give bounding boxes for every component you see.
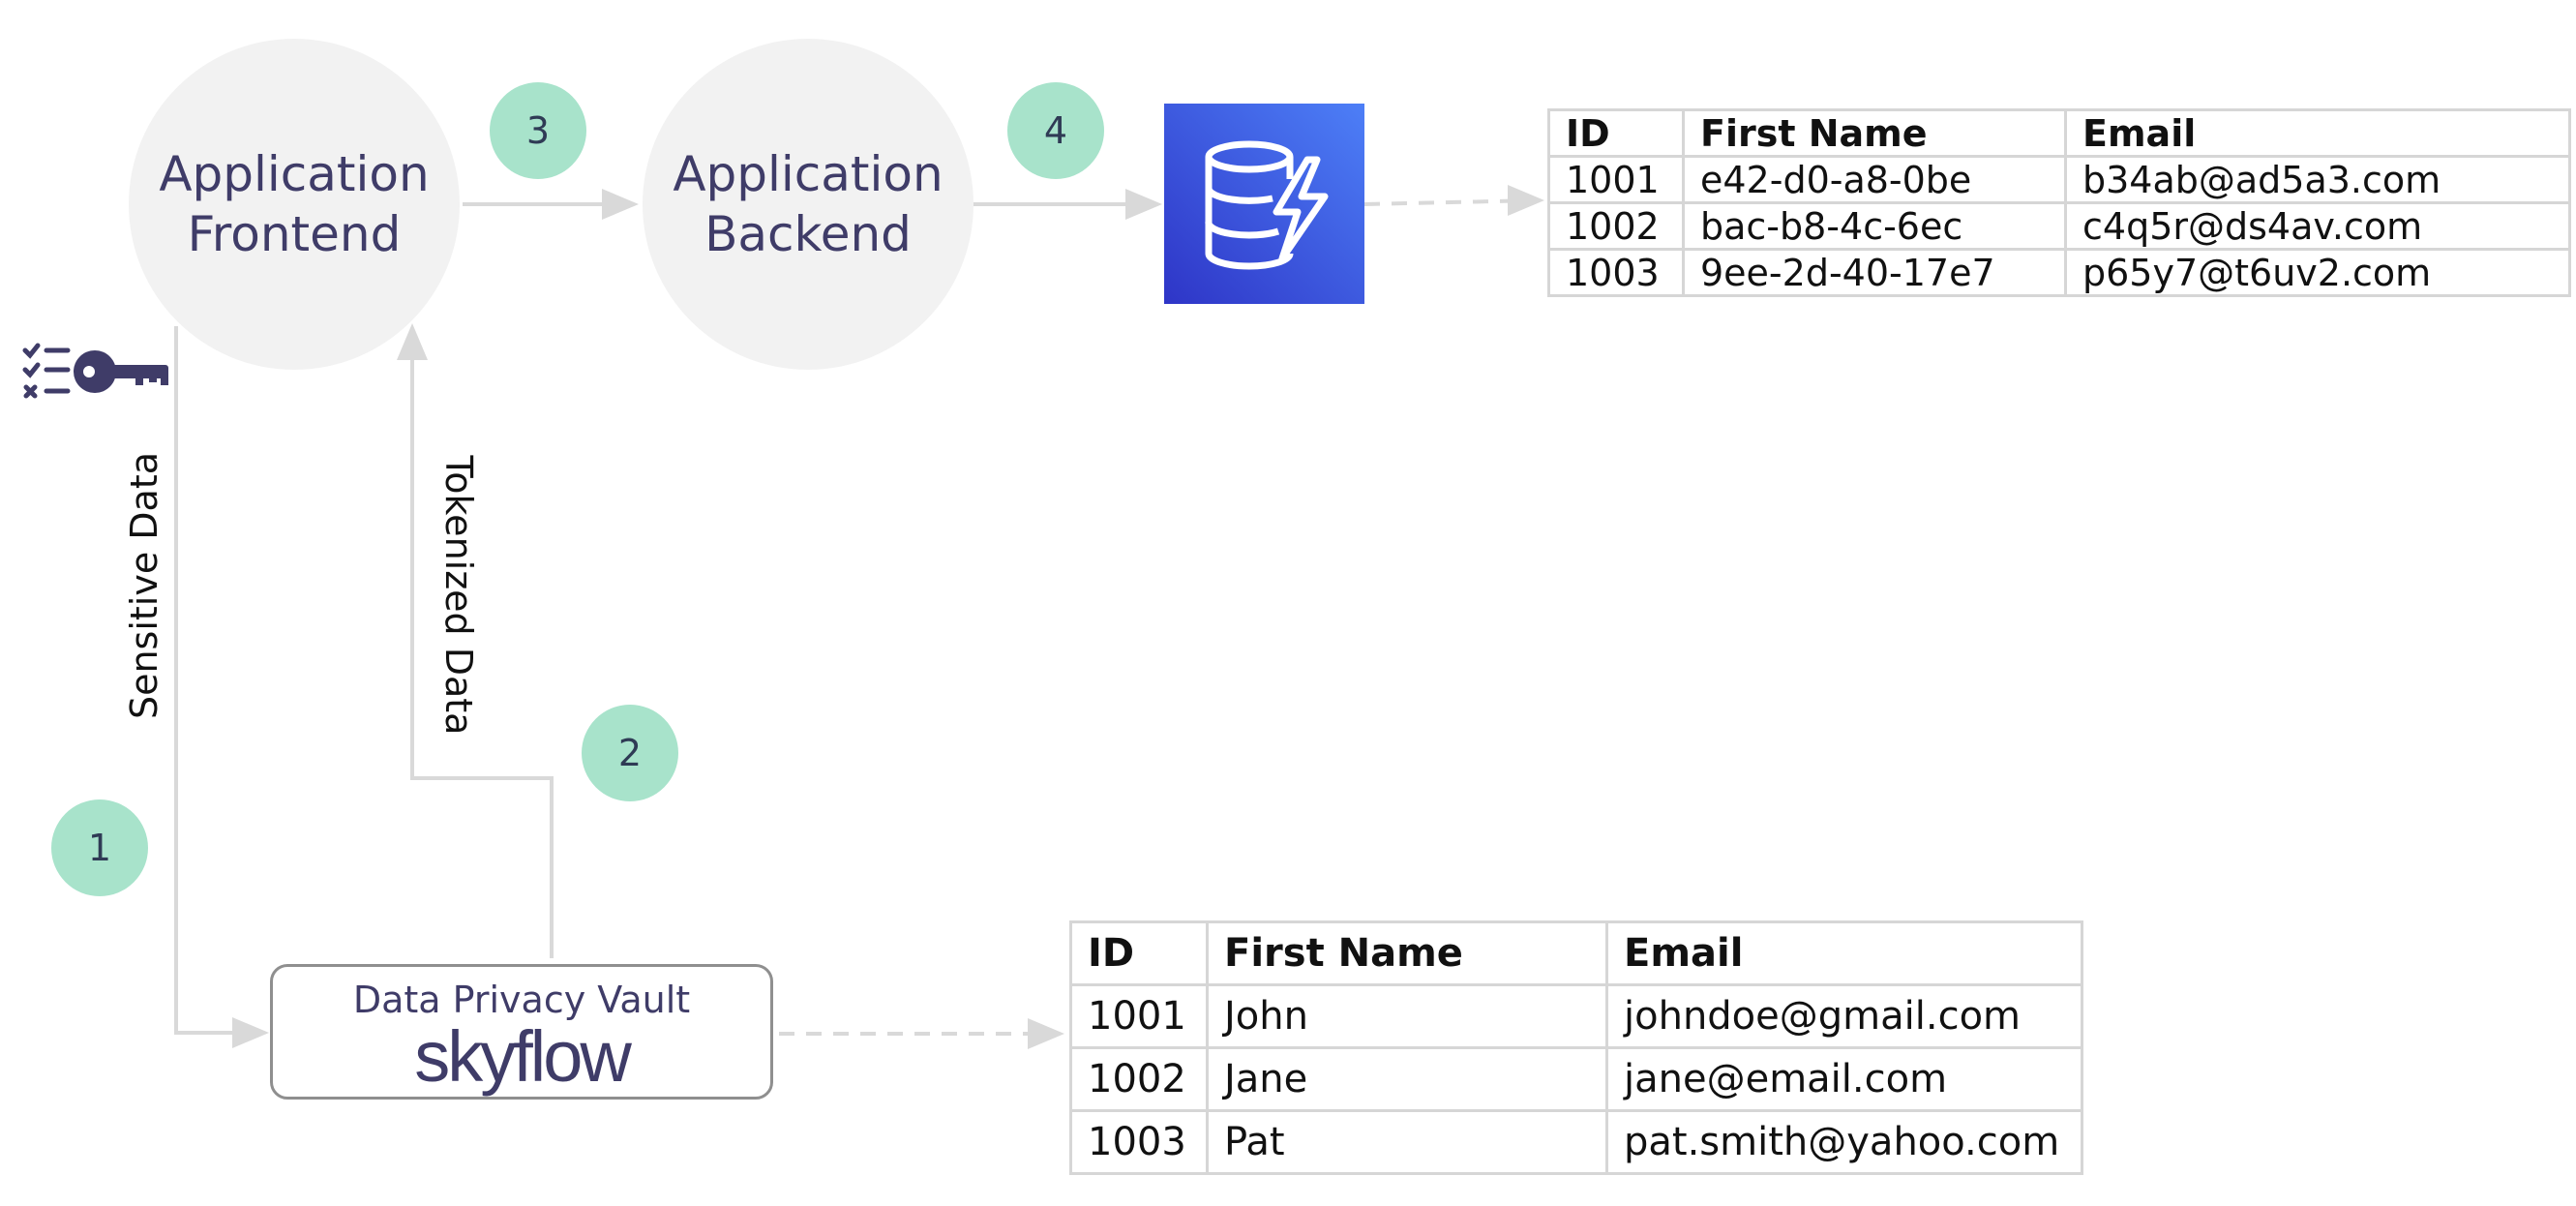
vault-title: Data Privacy Vault bbox=[352, 979, 691, 1021]
cell-id: 1003 bbox=[1547, 248, 1685, 297]
header-first-name: First Name bbox=[1682, 108, 2067, 158]
header-first-name: First Name bbox=[1206, 920, 1608, 986]
table-row: 1001 John johndoe@gmail.com bbox=[1069, 983, 2083, 1049]
tokenized-data-label: Tokenized Data bbox=[437, 455, 480, 736]
cell-email: p65y7@t6uv2.com bbox=[2064, 248, 2571, 297]
step-badge-3: 3 bbox=[490, 82, 586, 179]
table-row: 1003 9ee-2d-40-17e7 p65y7@t6uv2.com bbox=[1547, 248, 2571, 297]
cell-first-name: John bbox=[1206, 983, 1608, 1049]
cell-id: 1001 bbox=[1547, 155, 1685, 204]
header-email: Email bbox=[1605, 920, 2083, 986]
header-id: ID bbox=[1547, 108, 1685, 158]
table-row: 1002 bac-b8-4c-6ec c4q5r@ds4av.com bbox=[1547, 201, 2571, 251]
cell-email: c4q5r@ds4av.com bbox=[2064, 201, 2571, 251]
application-frontend-node: Application Frontend bbox=[129, 39, 460, 370]
header-email: Email bbox=[2064, 108, 2571, 158]
cell-first-name: e42-d0-a8-0be bbox=[1682, 155, 2067, 204]
application-frontend-label: Application Frontend bbox=[159, 146, 430, 262]
header-id: ID bbox=[1069, 920, 1209, 986]
data-privacy-vault-node: Data Privacy Vault skyflow bbox=[270, 964, 773, 1100]
application-backend-node: Application Backend bbox=[643, 39, 973, 370]
cell-id: 1001 bbox=[1069, 983, 1209, 1049]
cell-email: pat.smith@yahoo.com bbox=[1605, 1109, 2083, 1175]
cell-id: 1002 bbox=[1547, 201, 1685, 251]
table-header-row: ID First Name Email bbox=[1069, 920, 2083, 986]
step-badge-4: 4 bbox=[1007, 82, 1104, 179]
database-icon bbox=[1164, 104, 1364, 304]
sensitive-data-label: Sensitive Data bbox=[123, 451, 165, 720]
cell-email: b34ab@ad5a3.com bbox=[2064, 155, 2571, 204]
cell-id: 1002 bbox=[1069, 1046, 1209, 1112]
arrowhead-backend-table bbox=[1508, 185, 1544, 216]
arrowhead-frontend bbox=[397, 323, 428, 360]
table-row: 1001 e42-d0-a8-0be b34ab@ad5a3.com bbox=[1547, 155, 2571, 204]
step-badge-1: 1 bbox=[51, 799, 148, 896]
cell-id: 1003 bbox=[1069, 1109, 1209, 1175]
table-row: 1002 Jane jane@email.com bbox=[1069, 1046, 2083, 1112]
skyflow-logo: skyflow bbox=[414, 1016, 632, 1097]
table-row: 1003 Pat pat.smith@yahoo.com bbox=[1069, 1109, 2083, 1175]
arrowhead-database bbox=[1125, 189, 1162, 220]
arrow-tokenized-data bbox=[410, 337, 554, 958]
vault-plaintext-table: ID First Name Email 1001 John johndoe@gm… bbox=[1069, 920, 2083, 1175]
arrowhead-vault bbox=[232, 1017, 269, 1048]
cell-email: johndoe@gmail.com bbox=[1605, 983, 2083, 1049]
table-header-row: ID First Name Email bbox=[1547, 108, 2571, 158]
cell-first-name: bac-b8-4c-6ec bbox=[1682, 201, 2067, 251]
checklist-key-icon bbox=[21, 341, 172, 403]
step-badge-2: 2 bbox=[582, 705, 678, 801]
cell-first-name: Pat bbox=[1206, 1109, 1608, 1175]
application-backend-label: Application Backend bbox=[673, 146, 944, 262]
cell-first-name: 9ee-2d-40-17e7 bbox=[1682, 248, 2067, 297]
cell-email: jane@email.com bbox=[1605, 1046, 2083, 1112]
cell-first-name: Jane bbox=[1206, 1046, 1608, 1112]
backend-tokenized-table: ID First Name Email 1001 e42-d0-a8-0be b… bbox=[1547, 108, 2571, 297]
arrowhead-vault-table bbox=[1028, 1018, 1064, 1049]
arrow-sensitive-data bbox=[174, 326, 261, 1035]
arrowhead-backend bbox=[602, 189, 639, 220]
